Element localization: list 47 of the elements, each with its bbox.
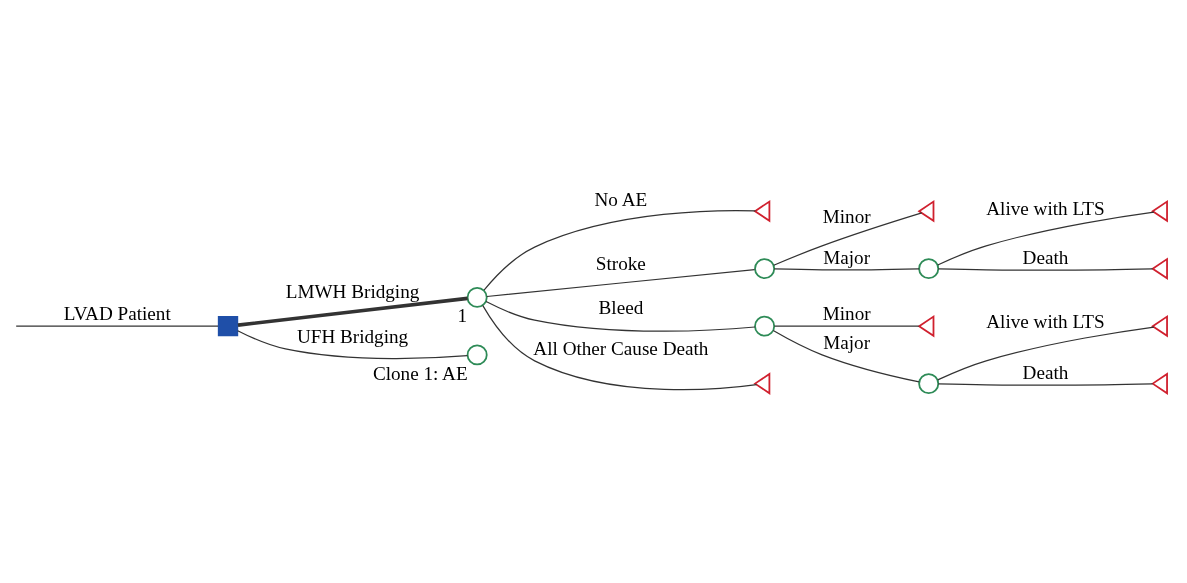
edge-label: Bleed bbox=[598, 296, 644, 318]
edge-label: UFH Bridging bbox=[296, 325, 409, 347]
node-circle bbox=[754, 257, 776, 279]
edge-label: Minor bbox=[822, 205, 871, 227]
connector bbox=[773, 211, 923, 266]
node-triangle bbox=[753, 371, 771, 395]
edge-label: Minor bbox=[822, 302, 871, 324]
edge-label: LMWH Bridging bbox=[285, 280, 420, 302]
edge-label: Stroke bbox=[595, 252, 646, 274]
connector bbox=[482, 304, 758, 390]
node-circle bbox=[466, 286, 488, 308]
node-triangle bbox=[1151, 371, 1168, 395]
connector bbox=[486, 268, 756, 297]
edge-label: Major bbox=[823, 331, 871, 353]
node-circle bbox=[918, 372, 940, 394]
node-triangle bbox=[917, 314, 935, 337]
edge-label: No AE bbox=[594, 188, 648, 210]
connector bbox=[937, 382, 1154, 386]
connector bbox=[772, 329, 920, 383]
edge-label: Death bbox=[1022, 246, 1069, 268]
node-circle bbox=[918, 257, 940, 279]
node-label: Clone 1: AE bbox=[372, 362, 468, 384]
node-box bbox=[217, 315, 239, 336]
node-triangle bbox=[917, 199, 935, 222]
edge-label: Major bbox=[823, 246, 871, 268]
node-triangle bbox=[1151, 256, 1168, 280]
node-triangle bbox=[1151, 199, 1168, 222]
connector bbox=[15, 325, 219, 327]
edge-label: All Other Cause Death bbox=[533, 337, 709, 359]
connector bbox=[773, 267, 920, 271]
node-circle bbox=[466, 343, 488, 365]
connector bbox=[773, 325, 920, 327]
connector bbox=[237, 296, 468, 327]
edge-label: LVAD Patient bbox=[63, 302, 171, 324]
connector bbox=[237, 329, 469, 359]
node-circle bbox=[754, 315, 776, 337]
edge-label: Alive with LTS bbox=[986, 197, 1105, 219]
edge-label: Alive with LTS bbox=[986, 310, 1105, 332]
node-label: 1 bbox=[457, 304, 467, 326]
node-triangle bbox=[753, 199, 771, 222]
connector bbox=[483, 209, 757, 291]
node-triangle bbox=[1151, 314, 1168, 337]
connector bbox=[937, 325, 1155, 380]
edge-label: Death bbox=[1022, 361, 1069, 383]
connector bbox=[937, 267, 1154, 271]
connector bbox=[937, 210, 1155, 266]
connector bbox=[485, 300, 756, 332]
